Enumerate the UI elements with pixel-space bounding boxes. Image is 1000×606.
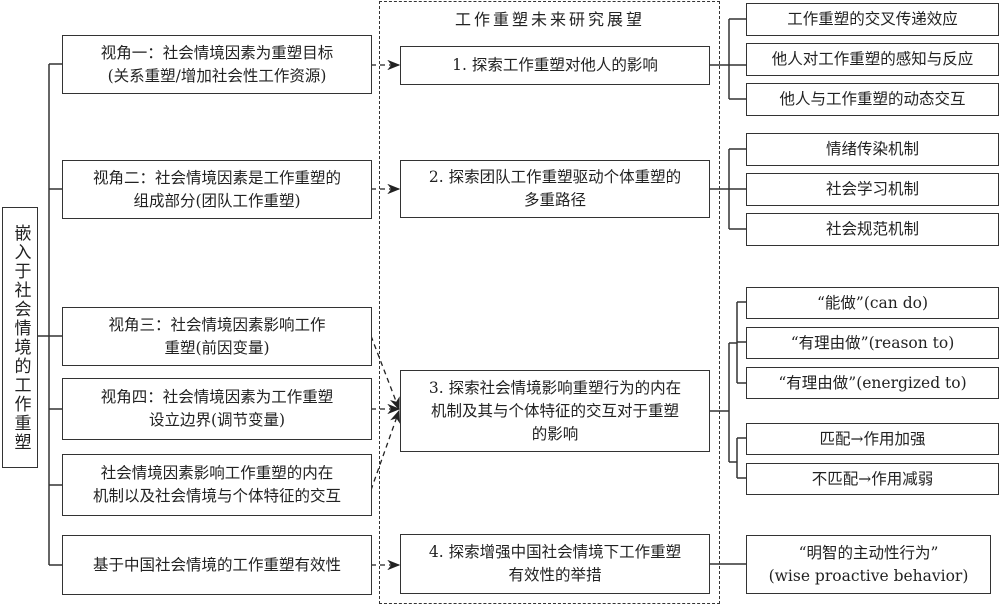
perspective-5-line-2: 机制以及社会情境与个体特征的交互 [92, 487, 341, 505]
detail-4-line-2: (wise proactive behavior) [768, 566, 969, 585]
detail-4: “明智的主动性行为” (wise proactive behavior) [746, 535, 991, 594]
future-item-3: 3. 探索社会情境影响重塑行为的内在机制及其与个体特征的交互对于重塑的影响 [400, 370, 710, 452]
perspective-6: 基于中国社会情境的工作重塑有效性 [62, 535, 372, 595]
perspective-2-line-2: 组成部分(团队工作重塑) [133, 191, 301, 210]
detail-label: 工作重塑的交叉传递效应 [787, 10, 958, 28]
detail-3b-1: 匹配→作用加强 [746, 423, 999, 455]
detail-label: “有理由做”(reason to) [790, 333, 955, 352]
future-item-2: 2. 探索团队工作重塑驱动个体重塑的多重路径 [400, 160, 710, 218]
root-box: 嵌入于社会情境的工作重塑 [2, 207, 38, 468]
detail-label: “能做”(can do) [816, 293, 929, 312]
perspective-2: 视角二：社会情境因素是工作重塑的组成部分(团队工作重塑) [62, 160, 372, 219]
detail-label: 情绪传染机制 [825, 140, 919, 158]
detail-3a-3: “有理由做”(energized to) [746, 367, 999, 399]
detail-2-2: 社会学习机制 [746, 173, 999, 206]
future-item-3-line-1: 3. 探索社会情境影响重塑行为的内在 [428, 378, 682, 397]
future-item-1: 1. 探索工作重塑对他人的影响 [400, 46, 710, 85]
future-research-title: 工作重塑未来研究展望 [454, 10, 645, 29]
detail-1-2: 他人对工作重塑的感知与反应 [746, 43, 999, 76]
detail-2-3: 社会规范机制 [746, 213, 999, 246]
detail-1-3: 他人与工作重塑的动态交互 [746, 83, 999, 116]
perspective-5: 社会情境因素影响工作重塑的内在机制以及社会情境与个体特征的交互 [62, 454, 372, 516]
perspective-4-line-1: 视角四：社会情境因素为工作重塑 [100, 388, 334, 406]
future-item-4-line-2: 有效性的举措 [508, 566, 602, 584]
detail-2-1: 情绪传染机制 [746, 133, 999, 166]
detail-1-1: 工作重塑的交叉传递效应 [746, 3, 999, 36]
perspective-1-line-1: 视角一：社会情境因素为重塑目标 [100, 43, 334, 62]
perspective-2-line-1: 视角二：社会情境因素是工作重塑的 [92, 168, 341, 187]
perspective-5-line-1: 社会情境因素影响工作重塑的内在 [100, 464, 334, 482]
future-item-2-line-1: 2. 探索团队工作重塑驱动个体重塑的 [428, 168, 682, 186]
perspective-1-line-2: (关系重塑/增加社会性工作资源) [107, 66, 327, 85]
detail-label: 匹配→作用加强 [819, 429, 926, 448]
future-item-4-line-1: 4. 探索增强中国社会情境下工作重塑 [428, 543, 682, 561]
detail-3a-1: “能做”(can do) [746, 287, 999, 319]
root-label: 嵌入于社会情境的工作重塑 [10, 223, 31, 452]
future-item-1-line-1: 1. 探索工作重塑对他人的影响 [452, 56, 658, 74]
future-item-2-line-2: 多重路径 [523, 191, 586, 209]
perspective-4: 视角四：社会情境因素为工作重塑设立边界(调节变量) [62, 378, 372, 440]
detail-label: 社会规范机制 [825, 220, 919, 238]
detail-4-line-1: “明智的主动性行为” [798, 543, 939, 562]
perspective-6-line-1: 基于中国社会情境的工作重塑有效性 [92, 555, 341, 574]
detail-label: “有理由做”(energized to) [778, 373, 967, 392]
perspective-4-line-2: 设立边界(调节变量) [148, 411, 286, 429]
perspective-3-line-2: 重塑(前因变量) [164, 338, 270, 357]
detail-label: 他人对工作重塑的感知与反应 [771, 50, 974, 68]
detail-3a-2: “有理由做”(reason to) [746, 327, 999, 359]
detail-label: 社会学习机制 [825, 180, 919, 198]
future-item-4: 4. 探索增强中国社会情境下工作重塑有效性的举措 [400, 534, 710, 594]
perspective-1: 视角一：社会情境因素为重塑目标 (关系重塑/增加社会性工作资源) [62, 35, 372, 94]
detail-label: 他人与工作重塑的动态交互 [779, 90, 966, 108]
future-item-3-line-3: 的影响 [531, 424, 579, 443]
perspective-3: 视角三：社会情境因素影响工作重塑(前因变量) [62, 307, 372, 366]
future-research-frame [379, 1, 720, 604]
detail-label: 不匹配→作用减弱 [811, 469, 934, 488]
perspective-3-line-1: 视角三：社会情境因素影响工作 [108, 315, 326, 334]
detail-3b-2: 不匹配→作用减弱 [746, 463, 999, 495]
future-item-3-line-2: 机制及其与个体特征的交互对于重塑 [430, 401, 679, 420]
